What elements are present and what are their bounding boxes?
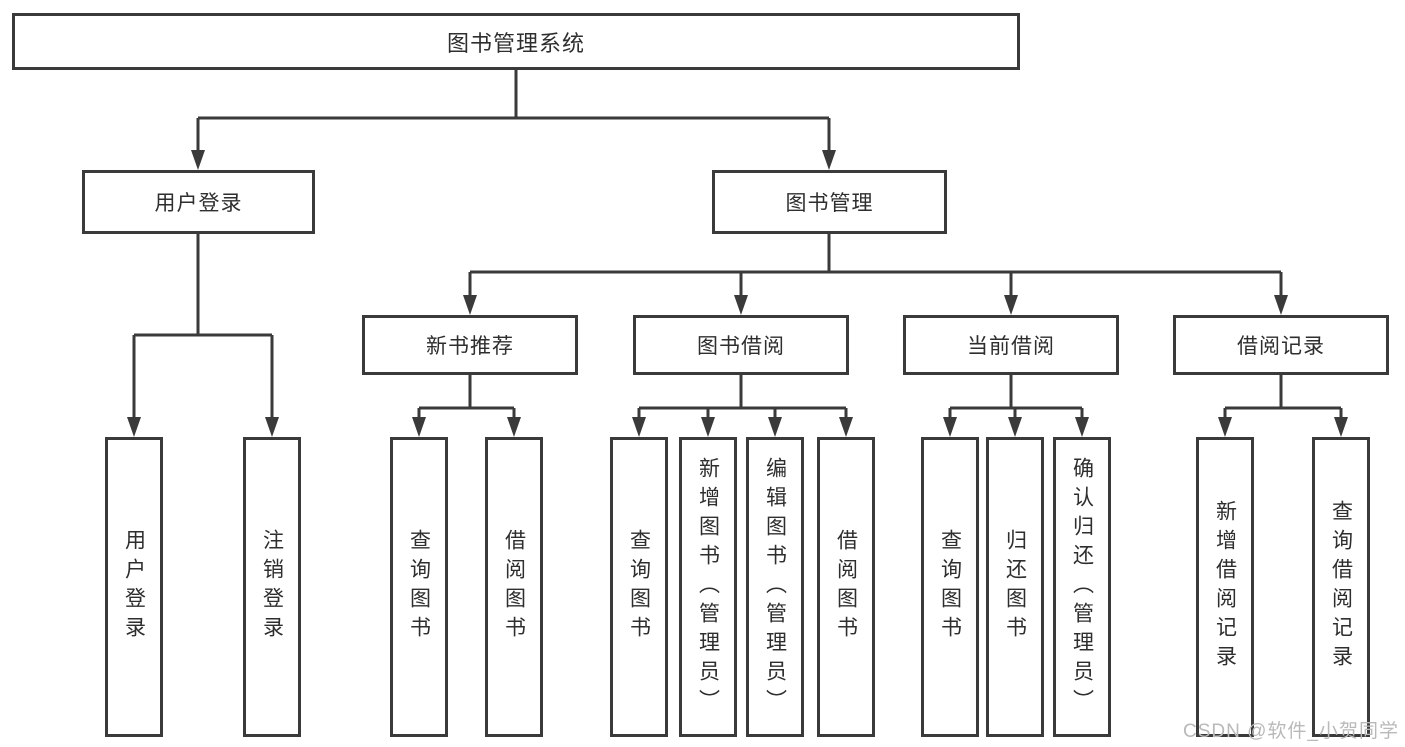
leaf-borrow-book-2: 借阅图书	[817, 437, 875, 737]
leaf-query-book-2: 查询图书	[610, 437, 668, 737]
leaf-edit-book-label: 编辑图书（管理员）	[763, 456, 787, 718]
leaf-query-book-2-label: 查询图书	[627, 529, 651, 645]
node-book-mgmt-label: 图书管理	[785, 192, 874, 215]
leaf-query-book-3-label: 查询图书	[938, 529, 962, 645]
leaf-edit-book: 编辑图书（管理员）	[746, 437, 804, 737]
leaf-query-book-3: 查询图书	[921, 437, 979, 737]
leaf-logout: 注销登录	[243, 437, 301, 737]
leaf-confirm-return-label: 确认归还（管理员）	[1070, 456, 1094, 718]
leaf-add-book: 新增图书（管理员）	[679, 437, 737, 737]
leaf-query-book-1-label: 查询图书	[407, 529, 431, 645]
node-book-borrow-label: 图书借阅	[697, 335, 785, 358]
node-new-book-rec-label: 新书推荐	[426, 335, 514, 358]
node-borrow-record-label: 借阅记录	[1237, 335, 1325, 358]
node-user-login: 用户登录	[82, 170, 315, 234]
node-book-mgmt: 图书管理	[712, 170, 947, 234]
leaf-confirm-return: 确认归还（管理员）	[1053, 437, 1111, 737]
csdn-watermark: CSDN @软件_小贺同学	[1183, 721, 1399, 742]
leaf-query-record-label: 查询借阅记录	[1329, 500, 1353, 674]
leaf-user-login-label: 用户登录	[122, 529, 146, 645]
node-borrow-record: 借阅记录	[1173, 315, 1389, 375]
leaf-return-book-label: 归还图书	[1003, 529, 1027, 645]
leaf-borrow-book-2-label: 借阅图书	[834, 529, 858, 645]
leaf-add-book-label: 新增图书（管理员）	[696, 456, 720, 718]
leaf-add-record-label: 新增借阅记录	[1213, 500, 1237, 674]
leaf-query-record: 查询借阅记录	[1312, 437, 1370, 737]
leaf-borrow-book-1: 借阅图书	[485, 437, 543, 737]
node-root-label: 图书管理系统	[446, 30, 585, 56]
leaf-user-login: 用户登录	[105, 437, 163, 737]
leaf-add-record: 新增借阅记录	[1196, 437, 1254, 737]
leaf-logout-label: 注销登录	[260, 529, 284, 645]
node-root: 图书管理系统	[12, 13, 1020, 70]
node-book-borrow: 图书借阅	[633, 315, 849, 375]
node-current-borrow-label: 当前借阅	[967, 335, 1055, 358]
node-new-book-rec: 新书推荐	[362, 315, 578, 375]
node-user-login-label: 用户登录	[154, 192, 243, 215]
node-current-borrow: 当前借阅	[903, 315, 1119, 375]
leaf-query-book-1: 查询图书	[390, 437, 448, 737]
leaf-return-book: 归还图书	[986, 437, 1044, 737]
leaf-borrow-book-1-label: 借阅图书	[502, 529, 526, 645]
